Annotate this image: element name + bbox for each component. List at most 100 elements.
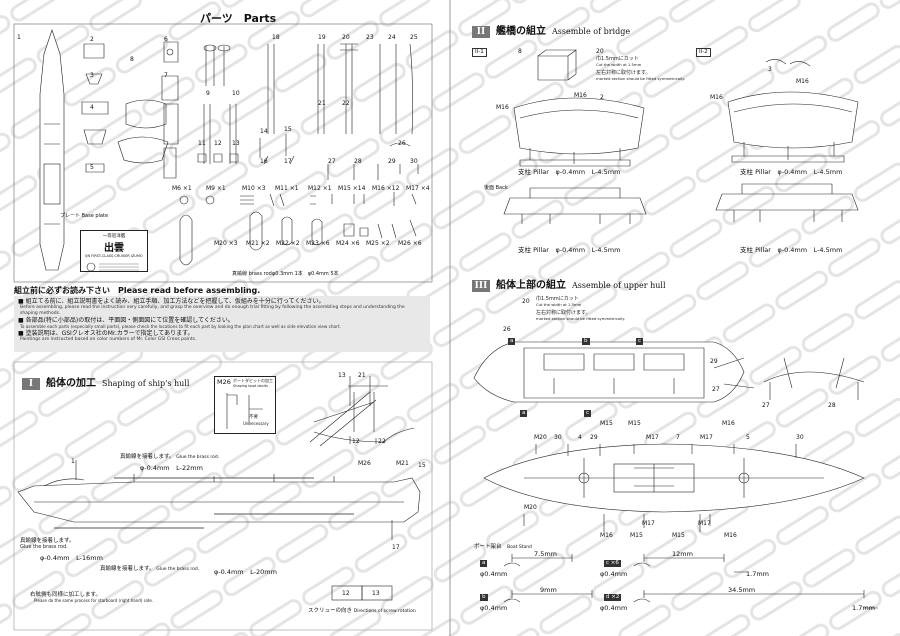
part-number: 19 xyxy=(318,34,326,41)
callout-number: 22 xyxy=(378,438,386,445)
part-number: 29 xyxy=(388,158,396,165)
callout-tag: a xyxy=(508,338,516,345)
part-number: 23 xyxy=(366,34,374,41)
glue-rod-2-en: Glue the brass rod. xyxy=(20,544,68,550)
part-number: 28 xyxy=(354,158,362,165)
back-label: 後面 Back xyxy=(484,184,508,191)
starboard-note-en: Please do the same process for starboard… xyxy=(34,598,154,603)
callout-number: 20 xyxy=(596,48,604,55)
mini-part-label: M15 ×14 xyxy=(338,185,366,192)
mini-part-label: M12 ×1 xyxy=(308,185,332,192)
part-number: 20 xyxy=(342,34,350,41)
callout-number: M16 xyxy=(710,94,723,101)
mini-part-label: M24 ×6 xyxy=(336,240,360,247)
mini-part-label: M25 ×2 xyxy=(366,240,390,247)
callout-number: 27 xyxy=(762,402,770,409)
section-1-title-en: Shaping of ship's hull xyxy=(102,379,190,388)
section-2-title-jp: 艦橋の組立 xyxy=(496,26,546,37)
notice-item-en: Paintings are instructed based on color … xyxy=(20,337,197,342)
cut-note-en: Cut the width at 1.5mm xyxy=(596,62,642,67)
mini-part-label: M21 ×2 xyxy=(246,240,270,247)
mini-part-label: M10 ×3 xyxy=(242,185,266,192)
dim-length: 34.5mm xyxy=(728,586,756,594)
screw-direction-en: Directions of screw rotation xyxy=(353,609,416,614)
callout-tag: c xyxy=(584,410,592,417)
dim-extra: 1.7mm xyxy=(852,604,876,612)
part-number: 10 xyxy=(232,90,240,97)
callout-number: 27 xyxy=(712,386,720,393)
callout-number: 26 xyxy=(503,326,511,333)
part-number: 21 xyxy=(318,100,326,107)
rod-size-1: φ-0.4mm L-22mm xyxy=(140,464,203,472)
plan-label: 30 xyxy=(554,434,562,441)
section-1-number: I xyxy=(22,378,40,390)
pillar-jp: 支柱 xyxy=(740,168,753,176)
nameplate-logo-icon xyxy=(86,262,139,272)
boat-stand-en: Boat Stand xyxy=(507,545,532,550)
notice-box: ■ 組立てる前に、組立説明書をよく読み、組立手順、加工方法などを把握して、仮組み… xyxy=(14,296,430,352)
callout-tag: a xyxy=(520,410,528,417)
callout-number: 20 xyxy=(522,298,530,305)
plan-label: 4 xyxy=(578,434,582,441)
rod-sizes: φ0.3mm 1本 φ0.4mm 5本 xyxy=(272,271,339,277)
symmetric-note: 左右対称に取付けます。 xyxy=(596,70,651,76)
cut-note: 巾1.5mmにカット xyxy=(596,56,639,62)
dim-tag: a xyxy=(480,560,488,567)
part-number: 17 xyxy=(284,158,292,165)
plan-label: M16 xyxy=(724,532,737,539)
plan-label: M15 xyxy=(630,532,643,539)
dim-length: 7.5mm xyxy=(534,550,558,558)
pillar-size: φ-0.4mm L-4.5mm xyxy=(555,246,621,254)
part-number: 30 xyxy=(410,158,418,165)
dim-rod: φ0.4mm xyxy=(480,604,508,612)
symmetric-note-en: marked section should be fitted symmetri… xyxy=(596,76,686,81)
callout-number: 28 xyxy=(828,402,836,409)
part-number: 13 xyxy=(232,140,240,147)
mini-part-label: M16 ×12 xyxy=(372,185,400,192)
callout-number: M16 xyxy=(796,78,809,85)
part-number: 14 xyxy=(260,128,268,135)
plan-label: M16 xyxy=(600,532,613,539)
nameplate-class: 一等巡洋艦 xyxy=(102,234,126,239)
rod-size-3: φ-0.4mm L-20mm xyxy=(214,568,277,576)
dim-rod: φ0.4mm xyxy=(480,570,508,578)
callout-number: 2 xyxy=(600,94,604,101)
pillar-size: φ-0.4mm L-4.5mm xyxy=(555,168,621,176)
callout-number: 29 xyxy=(710,358,718,365)
callout-number: 21 xyxy=(358,372,366,379)
part-number: 15 xyxy=(284,126,292,133)
part-number: 2 xyxy=(90,36,94,43)
part-number: 11 xyxy=(198,140,206,147)
callout-number: 17 xyxy=(392,544,400,551)
glue-rod-1-en: Glue the brass rod. xyxy=(176,455,220,460)
plan-label: 5 xyxy=(746,434,750,441)
pillar-label: 支柱 Pillar φ-0.4mm L-4.5mm xyxy=(518,166,620,176)
pillar-en: Pillar xyxy=(755,246,771,254)
part-number: 18 xyxy=(272,34,280,41)
part-number: 26 xyxy=(398,140,406,147)
pillar-jp: 支柱 xyxy=(518,168,531,176)
pillar-en: Pillar xyxy=(533,168,549,176)
m26-note-en: Shaping boat davits xyxy=(233,384,268,388)
plan-label: M17 xyxy=(698,520,711,527)
nameplate-english: IJN FIRST-CLASS CRUISER IZUMO xyxy=(85,254,143,258)
mini-part-label: M6 ×1 xyxy=(172,185,192,192)
pillar-en: Pillar xyxy=(533,246,549,254)
glue-rod-1-jp: 真鍮線を接着します。 xyxy=(120,454,175,460)
callout-tag: c xyxy=(636,338,644,345)
nameplate: 一等巡洋艦 出雲 IJN FIRST-CLASS CRUISER IZUMO xyxy=(80,230,148,272)
part-number: 3 xyxy=(90,72,94,79)
part-number: 16 xyxy=(260,158,268,165)
dim-rod: φ0.4mm xyxy=(600,604,628,612)
pillar-size: φ-0.4mm L-4.5mm xyxy=(777,246,843,254)
callout-tag: b xyxy=(582,338,590,345)
plan-label: 30 xyxy=(796,434,804,441)
section-1-diagram xyxy=(17,376,421,601)
plan-label: M17 xyxy=(642,520,655,527)
screw-direction: スクリューの向き Directions of screw rotation xyxy=(308,606,416,614)
part-number: 5 xyxy=(90,164,94,171)
mini-part-label: M11 ×1 xyxy=(275,185,299,192)
notice-item-jp: 各部品(特に小部品)の取付は、平面図・側面図にて位置を確認してください。 xyxy=(25,317,234,324)
